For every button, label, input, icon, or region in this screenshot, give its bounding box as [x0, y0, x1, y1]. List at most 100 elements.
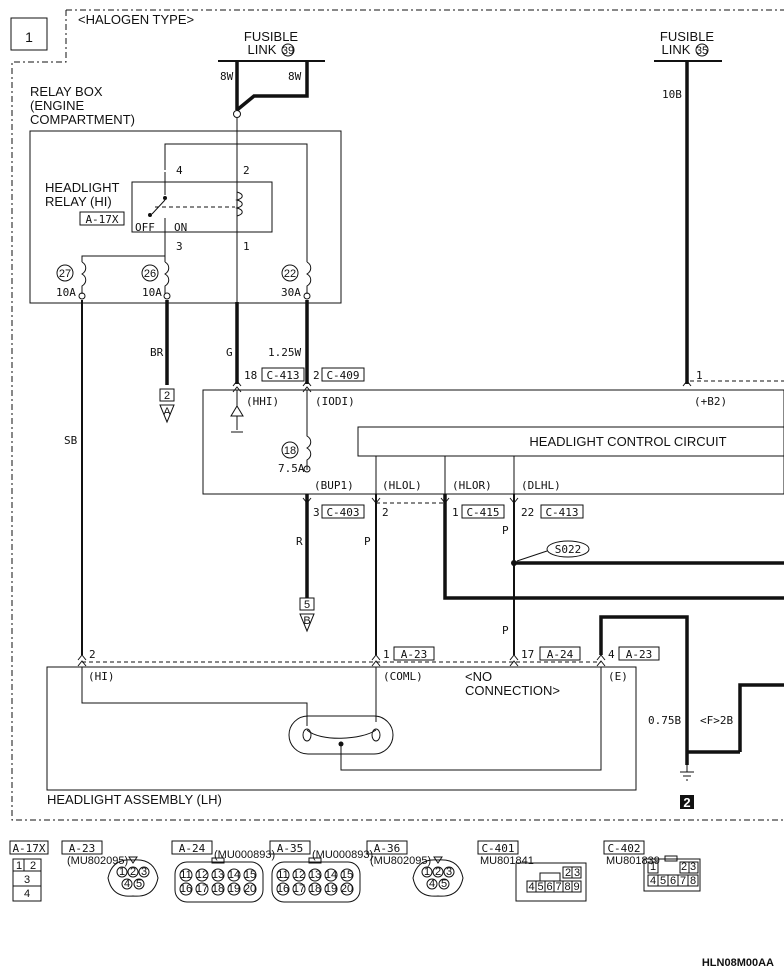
fuse-26-terminal — [163, 292, 171, 300]
relay-box-label1: RELAY BOX — [30, 84, 103, 99]
bulb-filament — [306, 729, 377, 739]
connector-a35-pin-circle — [276, 868, 290, 882]
relay-box-label2: (ENGINE — [30, 98, 85, 113]
connector-a35-id: A-35 — [277, 842, 304, 855]
connector-a24-pin-circle — [195, 882, 209, 896]
connector-a17x: A-17X 1 2 3 4 — [9, 840, 49, 902]
hhi-diode — [230, 390, 244, 433]
connector-a35-pin-circle — [292, 868, 306, 882]
wire-p1-label: P — [364, 535, 371, 548]
connector-c402-pin-1: 1 — [650, 861, 656, 873]
fuse-18-rating: 7.5A — [278, 462, 305, 475]
connector-a24-id: A-24 — [179, 842, 206, 855]
relay-label2: RELAY (HI) — [45, 194, 112, 209]
connector-c401-pin-4: 4 — [528, 881, 534, 893]
bulb-ground-lead — [340, 667, 602, 771]
term-1b: 1 — [452, 506, 459, 519]
connector-c401-pin-7: 7 — [555, 881, 561, 893]
connector-a35-pin-13: 13 — [309, 869, 321, 881]
term-3: 3 — [313, 506, 320, 519]
connector-a24-pin-circle — [227, 882, 241, 896]
ha-pin-4-conn: A-23 — [626, 648, 653, 661]
connector-c402-pin-8: 8 — [690, 875, 696, 887]
connector-c401-pin-3: 3 — [574, 867, 580, 879]
wire-br-label: BR — [150, 346, 164, 359]
control-circuit-box — [357, 426, 784, 457]
splice-s022-bubble — [546, 540, 590, 558]
connector-c401-pin-8: 8 — [564, 881, 570, 893]
bulb-node — [338, 741, 344, 747]
relay-off-label: OFF — [135, 221, 155, 234]
term-c403-box — [321, 504, 365, 519]
relay-pin-1: 1 — [243, 240, 250, 253]
fusible-link-39-label1: FUSIBLE — [244, 29, 299, 44]
connector-a24-pin-19: 19 — [228, 883, 240, 895]
ground-symbol — [680, 765, 694, 781]
fuse-27: 27 10A — [56, 261, 87, 299]
ha-pin-4: 4 — [608, 648, 615, 661]
connector-a24-pin-12: 12 — [196, 869, 208, 881]
relay-switch-contact — [163, 196, 167, 200]
connector-a17x-pin-2: 2 — [30, 860, 36, 872]
ref-b-box — [299, 597, 315, 611]
term-hlol: (HLOL) — [382, 479, 422, 492]
connector-a23-pin-2: 2 — [130, 866, 136, 878]
connector-a36-pin-3: 3 — [446, 866, 452, 878]
connector-a36-pin-4: 4 — [429, 878, 435, 890]
ref-a-number: 2 — [164, 390, 170, 402]
connector-a35-pin-circle — [324, 882, 338, 896]
relay-out-to-fuses — [81, 240, 166, 262]
connector-a24-part: (MU000893) — [214, 849, 275, 861]
bulb-hi-lead — [81, 667, 308, 726]
ref-a-box — [159, 388, 175, 402]
page-number: 1 — [25, 29, 33, 45]
wire-f2b-label: <F>2B — [700, 714, 733, 727]
connector-a23-pin-5: 5 — [136, 878, 142, 890]
wire-075b — [599, 615, 689, 765]
fuse-18-terminal — [303, 465, 311, 473]
fusible-link-35-label1: FUSIBLE — [660, 29, 715, 44]
term-c413b-box — [540, 504, 584, 519]
bulb-contact-right — [371, 728, 381, 742]
ground-number-box — [680, 795, 694, 809]
splice-s022-dot — [511, 560, 517, 566]
connector-a35-pin-17: 17 — [293, 883, 305, 895]
connector-a35-pin-circle — [276, 882, 290, 896]
ha-pin-4-conn-box — [618, 646, 660, 661]
connector-a23-pin-1: 1 — [119, 866, 125, 878]
ref-b-letter: B — [303, 615, 310, 627]
connector-c402-pin-6: 6 — [670, 875, 676, 887]
relay-box-feed-terminal — [233, 110, 241, 118]
connector-a24-pin-20: 20 — [244, 883, 256, 895]
ha-pin-17-conn-box — [539, 646, 581, 661]
connector-a35-pin-circle — [292, 882, 306, 896]
connector-a24-pin-circle — [179, 868, 193, 882]
connector-a24-pin-14: 14 — [228, 869, 240, 881]
term-2b: 2 — [382, 506, 389, 519]
connector-a35-pin-12: 12 — [293, 869, 305, 881]
connector-a23-pin-4: 4 — [124, 878, 130, 890]
relay-pin-3: 3 — [176, 240, 183, 253]
connector-c401-pin-9: 9 — [573, 881, 579, 893]
page-number-box — [10, 17, 48, 51]
connector-a35-pin-15: 15 — [341, 869, 353, 881]
bulb-contact-left — [302, 728, 312, 742]
ha-pin-1-conn-box — [393, 646, 435, 661]
connector-a24-pin-18: 18 — [212, 883, 224, 895]
fuse-18-circle — [281, 441, 299, 459]
connector-a24-pin-16: 16 — [180, 883, 192, 895]
connector-a24-pin-17: 17 — [196, 883, 208, 895]
connector-c402-pin-5: 5 — [660, 875, 666, 887]
connector-c401-pin-2: 2 — [565, 867, 571, 879]
connector-c401-pin-5: 5 — [537, 881, 543, 893]
connector-a36-part: (MU802095) — [370, 855, 431, 867]
connector-c402-pin-7: 7 — [680, 875, 686, 887]
fuse-18-number: 18 — [284, 445, 296, 457]
connector-a24-pin-13: 13 — [212, 869, 224, 881]
connector-a23-part: (MU802095) — [67, 855, 128, 867]
connector-a35-pin-circle — [340, 868, 354, 882]
fusible-link-39-label2: LINK — [248, 42, 277, 57]
